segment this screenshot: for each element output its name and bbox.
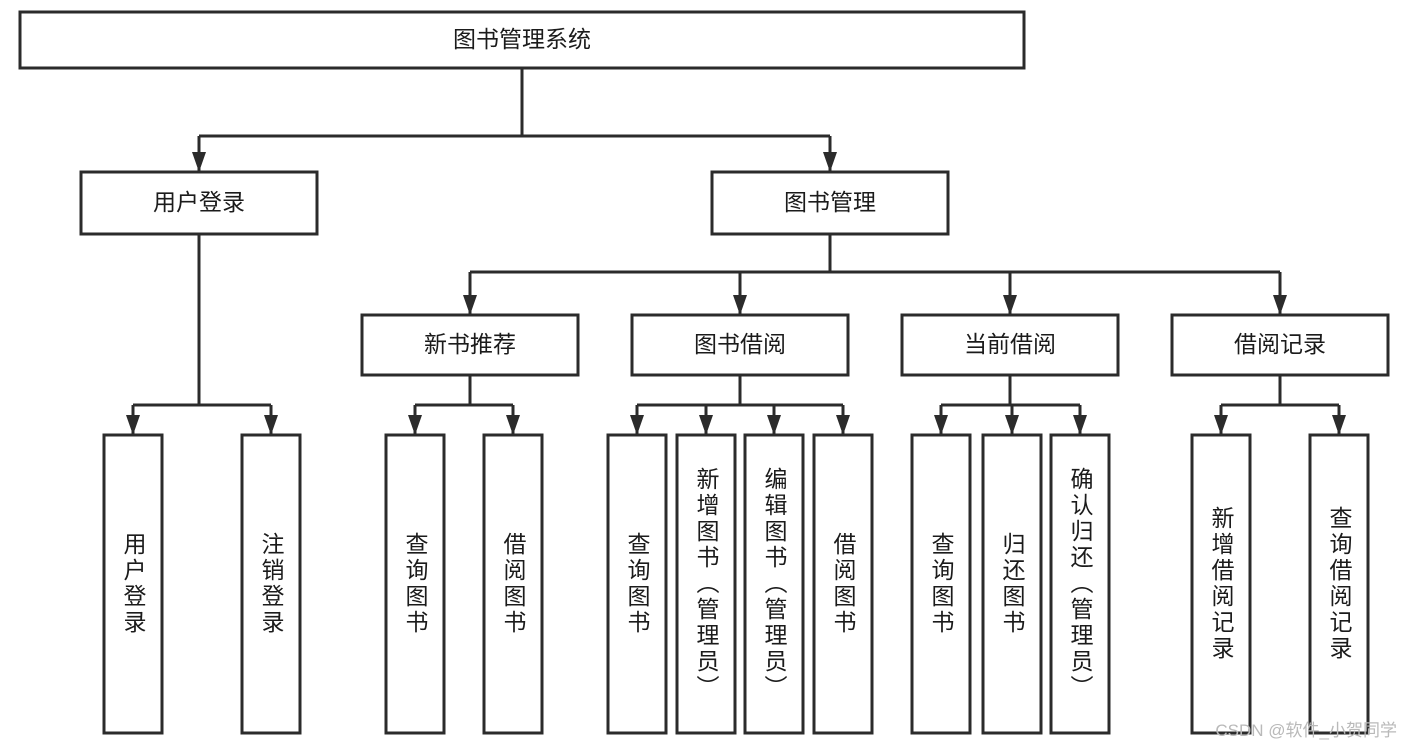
node-leaf-rec-borrow[interactable]: 借阅图书 <box>482 433 544 735</box>
node-label-root: 图书管理系统 <box>453 26 591 52</box>
node-box-leaf-bor-add[interactable] <box>675 433 737 735</box>
node-box-leaf-rec-borrow[interactable] <box>482 433 544 735</box>
node-box-leaf-rec-query[interactable] <box>1308 433 1370 735</box>
node-box-recommend[interactable] <box>360 313 580 377</box>
connector-records <box>1214 375 1346 435</box>
node-label-records: 借阅记录 <box>1234 331 1326 357</box>
node-box-leaf-rec-add[interactable] <box>1190 433 1252 735</box>
node-root[interactable]: 图书管理系统 <box>18 10 1026 70</box>
node-label-current: 当前借阅 <box>964 331 1056 357</box>
node-box-current[interactable] <box>900 313 1120 377</box>
node-label-leaf-bor-add: 新增图书（管理员） <box>693 467 720 701</box>
node-leaf-rec-query[interactable]: 查询借阅记录 <box>1308 433 1370 735</box>
node-box-leaf-bor-edit[interactable] <box>743 433 805 735</box>
node-label-leaf-rec-borrow: 借阅图书 <box>500 532 527 636</box>
node-borrow[interactable]: 图书借阅 <box>630 313 850 377</box>
node-leaf-user-logout[interactable]: 注销登录 <box>240 433 302 735</box>
connector-recommend <box>408 375 520 435</box>
node-label-bookmgmt: 图书管理 <box>784 189 876 215</box>
node-recommend[interactable]: 新书推荐 <box>360 313 580 377</box>
node-label-leaf-bor-lend: 借阅图书 <box>830 532 857 636</box>
node-box-leaf-cur-search[interactable] <box>910 433 972 735</box>
connector-layer <box>126 68 1346 435</box>
node-leaf-rec-search[interactable]: 查询图书 <box>384 433 446 735</box>
node-label-leaf-cur-return: 归还图书 <box>999 532 1026 636</box>
node-label-leaf-bor-search: 查询图书 <box>624 532 651 636</box>
connector-current <box>934 375 1087 435</box>
node-label-leaf-cur-search: 查询图书 <box>928 532 955 636</box>
node-box-login[interactable] <box>79 170 319 236</box>
node-label-leaf-rec-search: 查询图书 <box>402 532 429 636</box>
node-login[interactable]: 用户登录 <box>79 170 319 236</box>
node-box-leaf-user-logout[interactable] <box>240 433 302 735</box>
node-box-leaf-user-login[interactable] <box>102 433 164 735</box>
connector-borrow <box>630 375 850 435</box>
node-current[interactable]: 当前借阅 <box>900 313 1120 377</box>
connector-login <box>126 234 278 435</box>
node-label-leaf-user-login: 用户登录 <box>120 532 147 636</box>
node-label-leaf-rec-query: 查询借阅记录 <box>1326 506 1353 662</box>
node-box-bookmgmt[interactable] <box>710 170 950 236</box>
node-box-leaf-rec-search[interactable] <box>384 433 446 735</box>
node-box-borrow[interactable] <box>630 313 850 377</box>
node-label-login: 用户登录 <box>153 189 245 215</box>
node-leaf-bor-search[interactable]: 查询图书 <box>606 433 668 735</box>
connector-bookmgmt <box>463 234 1287 315</box>
node-box-records[interactable] <box>1170 313 1390 377</box>
node-leaf-bor-add[interactable]: 新增图书（管理员） <box>675 433 737 735</box>
node-box-leaf-cur-confirm[interactable] <box>1049 433 1111 735</box>
node-leaf-rec-add[interactable]: 新增借阅记录 <box>1190 433 1252 735</box>
node-bookmgmt[interactable]: 图书管理 <box>710 170 950 236</box>
node-box-root[interactable] <box>18 10 1026 70</box>
node-label-borrow: 图书借阅 <box>694 331 786 357</box>
node-leaf-cur-search[interactable]: 查询图书 <box>910 433 972 735</box>
node-leaf-user-login[interactable]: 用户登录 <box>102 433 164 735</box>
node-leaf-cur-confirm[interactable]: 确认归还（管理员） <box>1049 433 1111 735</box>
node-box-leaf-cur-return[interactable] <box>981 433 1043 735</box>
watermark-text: CSDN @软件_小贺同学 <box>1215 721 1397 740</box>
node-leaf-cur-return[interactable]: 归还图书 <box>981 433 1043 735</box>
node-records[interactable]: 借阅记录 <box>1170 313 1390 377</box>
node-leaf-bor-edit[interactable]: 编辑图书（管理员） <box>743 433 805 735</box>
node-label-recommend: 新书推荐 <box>424 331 516 357</box>
connector-root <box>192 68 837 172</box>
node-label-leaf-user-logout: 注销登录 <box>258 532 285 636</box>
node-label-leaf-cur-confirm: 确认归还（管理员） <box>1067 467 1094 701</box>
node-label-leaf-rec-add: 新增借阅记录 <box>1208 506 1235 662</box>
node-label-leaf-bor-edit: 编辑图书（管理员） <box>761 467 788 701</box>
node-layer: 图书管理系统用户登录图书管理新书推荐图书借阅当前借阅借阅记录用户登录注销登录查询… <box>18 10 1390 735</box>
node-leaf-bor-lend[interactable]: 借阅图书 <box>812 433 874 735</box>
node-box-leaf-bor-lend[interactable] <box>812 433 874 735</box>
node-box-leaf-bor-search[interactable] <box>606 433 668 735</box>
